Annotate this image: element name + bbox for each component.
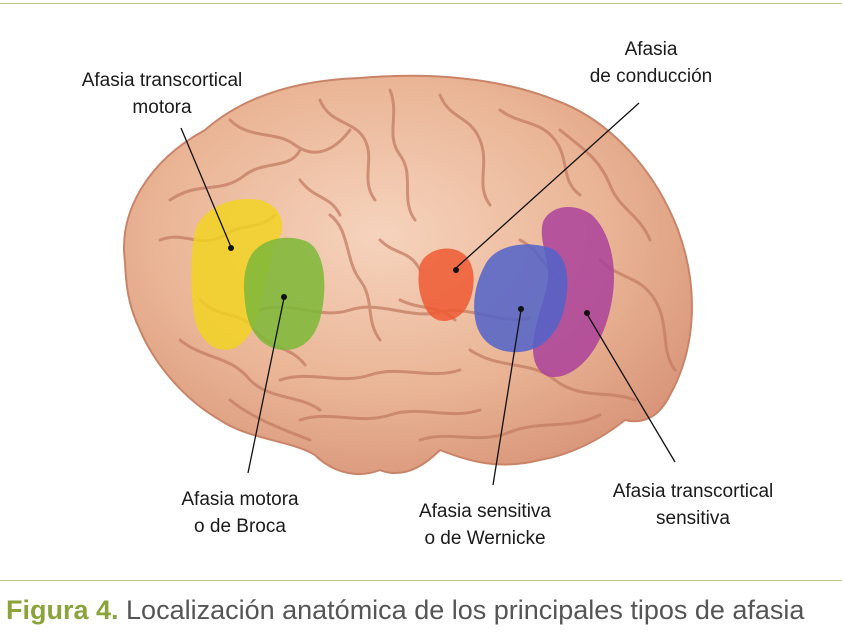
label-transcortical-sensitiva-line2: sensitiva <box>656 508 730 529</box>
dot-conduccion <box>453 267 459 273</box>
label-transcortical-motora-line1: Afasia transcortical <box>81 70 243 91</box>
leader-line-wernicke <box>492 309 522 486</box>
label-wernicke-line2: o de Wernicke <box>424 528 546 549</box>
label-transcortical-sensitiva: Afasia transcortical sensitiva <box>588 478 798 532</box>
figure-label: Figura 4. <box>6 595 119 625</box>
leader-line-broca <box>247 297 285 474</box>
leader-line-conduccion <box>455 102 640 269</box>
leader-line-transcortical-sensitiva <box>586 313 676 463</box>
label-conduccion: Afasia de conducción <box>566 36 736 90</box>
top-divider <box>0 3 842 4</box>
area-transcortical-motora <box>191 199 283 350</box>
area-transcortical-sensitiva <box>532 206 614 377</box>
label-transcortical-motora-line2: motora <box>132 97 192 118</box>
label-transcortical-sensitiva-line1: Afasia transcortical <box>612 481 774 502</box>
dot-wernicke <box>518 306 524 312</box>
area-wernicke <box>474 244 568 353</box>
area-conduccion <box>418 248 474 322</box>
brain-diagram <box>123 74 693 486</box>
label-broca-line2: o de Broca <box>194 516 286 537</box>
dot-broca <box>281 294 287 300</box>
dot-transcortical-motora <box>228 245 234 251</box>
leader-lines <box>180 102 676 486</box>
label-wernicke: Afasia sensitiva o de Wernicke <box>395 498 575 552</box>
area-broca <box>243 237 325 350</box>
label-broca-line1: Afasia motora <box>181 489 299 510</box>
label-wernicke-line1: Afasia sensitiva <box>418 501 551 522</box>
label-conduccion-line1: Afasia <box>624 39 678 60</box>
figure-caption-text: Localización anatómica de los principale… <box>118 595 805 625</box>
label-broca: Afasia motora o de Broca <box>150 486 330 540</box>
label-transcortical-motora: Afasia transcortical motora <box>62 67 262 121</box>
figure-caption: Figura 4. Localización anatómica de los … <box>6 595 804 626</box>
leader-line-transcortical-motora <box>180 127 232 248</box>
bottom-divider <box>0 580 842 581</box>
dot-transcortical-sensitiva <box>584 310 590 316</box>
label-conduccion-line2: de conducción <box>589 66 713 87</box>
